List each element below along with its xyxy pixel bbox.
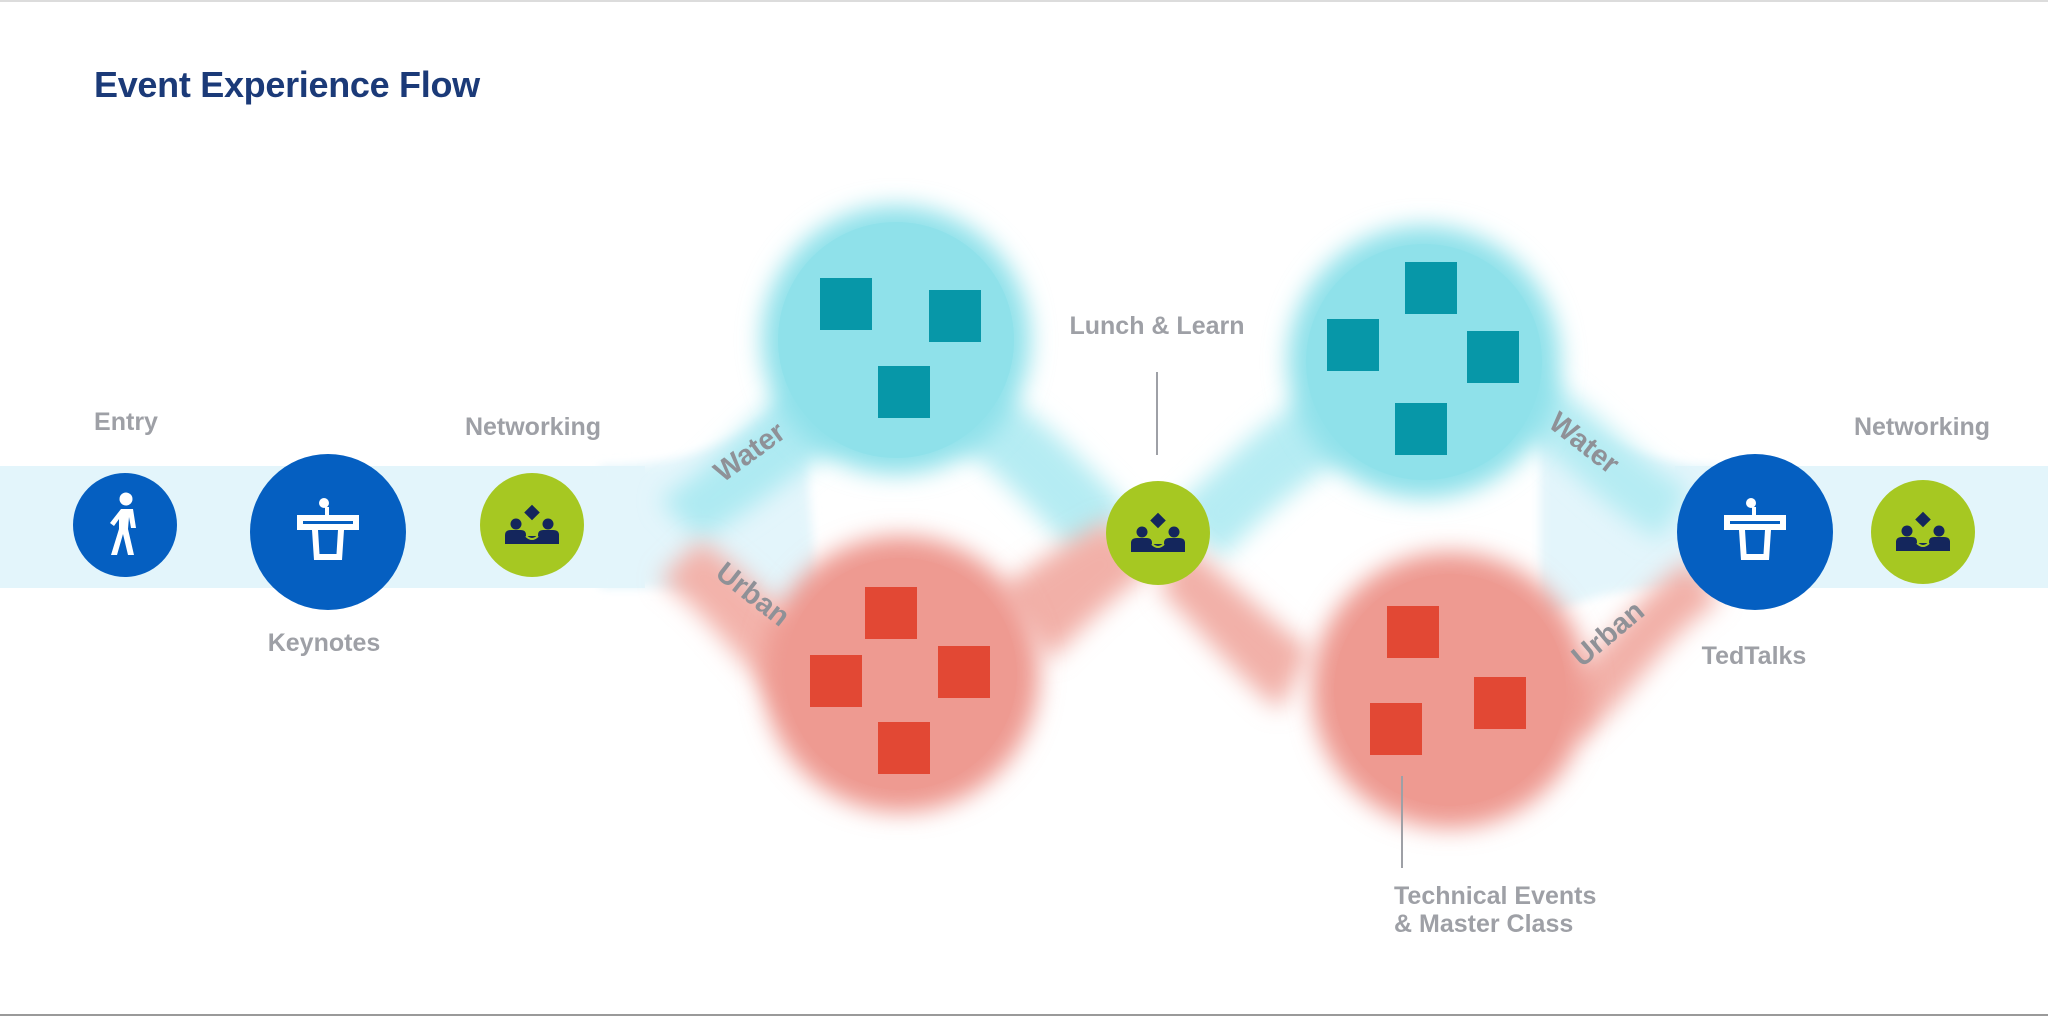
urban-session-square (865, 587, 917, 639)
water-session-square (820, 278, 872, 330)
node-label-lunch-learn: Lunch & Learn (1069, 312, 1244, 340)
node-lunch-learn: Lunch & Learn (1069, 312, 1245, 585)
water-session-square (1395, 403, 1447, 455)
urban-session-square (1474, 677, 1526, 729)
water-cluster-right (1288, 226, 1560, 498)
urban-cluster-right (1312, 552, 1588, 828)
water-session-square (1405, 262, 1457, 314)
urban-session-square (1370, 703, 1422, 755)
node-tedtalks: TedTalks (1677, 454, 1833, 670)
callout-label-line2: & Master Class (1394, 910, 1573, 938)
water-cluster-left (762, 206, 1030, 474)
callout-label-line1: Technical Events (1394, 882, 1596, 910)
water-session-square (929, 290, 981, 342)
water-session-square (1327, 319, 1379, 371)
urban-session-square (1387, 606, 1439, 658)
node-label-entry: Entry (94, 408, 158, 436)
water-session-square (1467, 331, 1519, 383)
node-label-networking-2: Networking (1854, 413, 1990, 441)
node-networking-2: Networking (1854, 413, 1990, 584)
node-keynotes: Keynotes (250, 454, 406, 657)
urban-session-square (938, 646, 990, 698)
node-label-tedtalks: TedTalks (1702, 642, 1807, 670)
page-title: Event Experience Flow (94, 64, 480, 105)
urban-cluster-left (763, 536, 1039, 812)
node-label-keynotes: Keynotes (268, 629, 381, 657)
callout-technical-events: Technical Events & Master Class (1394, 776, 1596, 938)
urban-connector-center-right (1160, 540, 1310, 710)
node-entry: Entry (73, 408, 177, 577)
node-label-networking-1: Networking (465, 413, 601, 441)
water-session-square (878, 366, 930, 418)
node-networking-1: Networking (465, 413, 601, 577)
urban-session-square (878, 722, 930, 774)
urban-session-square (810, 655, 862, 707)
